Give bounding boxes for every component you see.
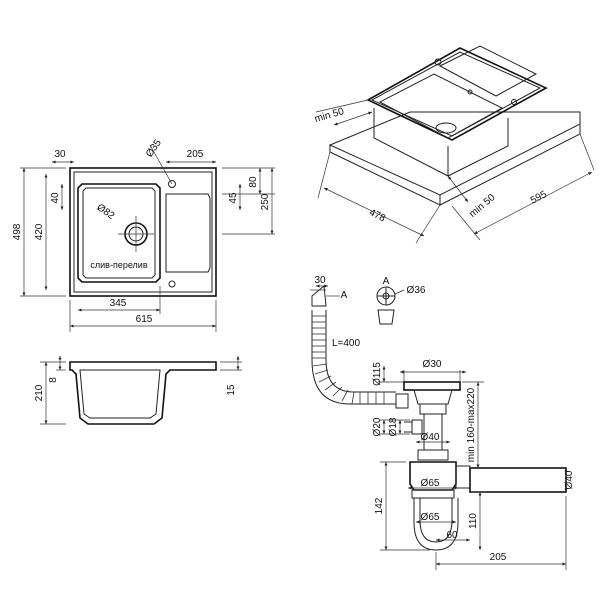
siphon-dim-d20: Ø20 bbox=[372, 417, 383, 436]
dim-478: 478 bbox=[367, 207, 387, 224]
overflow-hole bbox=[168, 280, 176, 288]
top-view bbox=[20, 144, 275, 332]
sink-rim bbox=[73, 171, 213, 293]
dim-8: 8 bbox=[48, 377, 59, 383]
siphon-dim-d65-a: Ø65 bbox=[421, 478, 440, 489]
dim-min50-left: min 50 bbox=[313, 106, 345, 125]
detail-a-side bbox=[377, 309, 395, 325]
dim-205: 205 bbox=[187, 149, 204, 160]
isometric-view bbox=[315, 45, 595, 244]
nut-top bbox=[419, 403, 447, 415]
dim-498: 498 bbox=[12, 223, 23, 240]
section-view bbox=[40, 356, 242, 425]
hole-iso bbox=[511, 99, 517, 105]
bottle-cup bbox=[413, 498, 459, 551]
dim-80: 80 bbox=[248, 176, 259, 188]
hose-length: L=400 bbox=[332, 338, 361, 349]
dim-45: 45 bbox=[228, 192, 239, 204]
siphon-dim-d40-a: Ø40 bbox=[421, 432, 440, 443]
dim-15: 15 bbox=[226, 384, 237, 396]
countertop-top bbox=[328, 111, 581, 196]
outlet-nut bbox=[455, 465, 471, 489]
sink-inner-rim bbox=[370, 51, 542, 137]
dim-30: 30 bbox=[54, 149, 66, 160]
section-mark-a1: A bbox=[341, 290, 348, 301]
dim-min50-right: min 50 bbox=[467, 192, 497, 220]
siphon-dim-d18: Ø18 bbox=[388, 417, 399, 436]
siphon-dim-205: 205 bbox=[490, 552, 507, 563]
dim-d82: Ø82 bbox=[95, 202, 117, 222]
siphon-dim-110: 110 bbox=[468, 513, 479, 529]
bowl-drain bbox=[435, 122, 457, 134]
bowl-side bbox=[447, 118, 509, 177]
dim-d35: Ø35 bbox=[144, 137, 164, 159]
dishwasher-inlet bbox=[411, 419, 423, 435]
overflow-coupling bbox=[395, 393, 409, 409]
nut-mid bbox=[417, 449, 449, 461]
dim-40: 40 bbox=[50, 192, 61, 204]
drainboard-iso bbox=[438, 45, 538, 97]
siphon-dim-60: 60 bbox=[446, 530, 458, 541]
dim-345: 345 bbox=[110, 298, 127, 309]
drain-overflow-label: слив-перелив bbox=[90, 260, 147, 270]
section-inner bbox=[79, 369, 161, 419]
outlet-pipe bbox=[469, 467, 567, 493]
overflow-iso bbox=[467, 89, 473, 95]
dim-595: 595 bbox=[529, 189, 549, 207]
dim-250: 250 bbox=[260, 193, 271, 210]
siphon-dim-30: 30 bbox=[314, 275, 326, 286]
siphon-dim-d65-b: Ø65 bbox=[421, 512, 440, 523]
siphon-dim-d115: Ø115 bbox=[372, 362, 383, 386]
overflow-hose bbox=[311, 310, 396, 405]
hose-ribs bbox=[312, 315, 385, 405]
siphon-dim-142: 142 bbox=[374, 497, 385, 514]
bowl-opening bbox=[378, 73, 504, 139]
sink-outline bbox=[69, 167, 217, 297]
tap-hole bbox=[168, 180, 176, 188]
bowl-outline bbox=[77, 183, 161, 283]
siphon-dim-d40-b: Ø40 bbox=[564, 470, 575, 489]
drainboard bbox=[165, 193, 211, 273]
strainer-body bbox=[413, 389, 453, 405]
section-outline bbox=[69, 361, 217, 425]
countertop-front bbox=[329, 145, 441, 206]
dim-420: 420 bbox=[34, 223, 45, 240]
dim-615: 615 bbox=[136, 314, 153, 325]
bowl-inner bbox=[82, 187, 156, 279]
overflow-fitting bbox=[311, 285, 327, 307]
section-mark-a2: A bbox=[383, 276, 390, 287]
siphon-dim-d30: Ø30 bbox=[423, 359, 442, 370]
tap-hole-iso bbox=[434, 58, 442, 66]
siphon-dim-d36: Ø36 bbox=[407, 285, 426, 296]
siphon-assembly bbox=[310, 284, 568, 570]
bowl-front bbox=[373, 108, 449, 177]
bottle-nut bbox=[411, 489, 455, 499]
strainer-flange bbox=[403, 381, 461, 391]
dim-210: 210 bbox=[34, 384, 45, 401]
height-range: min 160-max220 bbox=[466, 387, 477, 462]
sink-top-rim bbox=[366, 47, 548, 141]
